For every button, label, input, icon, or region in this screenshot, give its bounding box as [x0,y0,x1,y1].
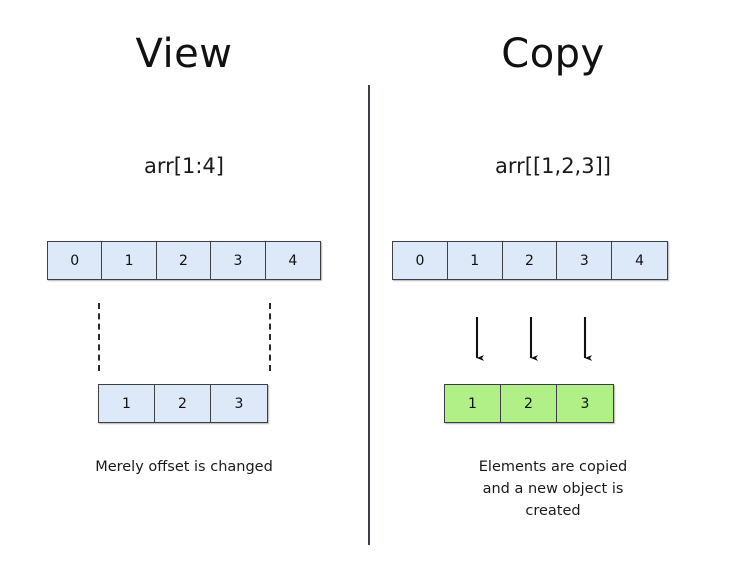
array-cell: 2 [155,385,211,422]
array-cell: 0 [393,242,448,279]
copy-original-array: 0 1 2 3 4 [392,241,668,280]
view-original-array: 0 1 2 3 4 [47,241,321,280]
view-panel-title: View [135,31,233,77]
array-cell: 1 [447,242,503,279]
dashed-connector-right [269,303,271,371]
copy-index-expression: arr[[1,2,3]] [495,154,611,178]
view-panel: View arr[1:4] 0 1 2 3 4 1 2 3 Merely off… [0,0,368,561]
copy-caption: Elements are copied and a new object is … [369,456,737,522]
view-slice-expression: arr[1:4] [144,154,224,178]
copy-caption-line: and a new object is [482,481,624,497]
array-cell: 2 [156,242,212,279]
array-cell: 3 [211,385,267,422]
copy-panel-title: Copy [501,31,605,77]
view-caption-line: Merely offset is changed [95,459,273,475]
copy-panel: Copy arr[[1,2,3]] 0 1 2 3 4 1 2 3 [369,0,737,561]
copy-caption-line: created [525,503,581,519]
array-cell: 3 [557,242,613,279]
view-caption: Merely offset is changed [0,456,368,478]
array-cell: 4 [612,242,667,279]
copy-result-array: 1 2 3 [444,384,614,423]
view-result-array: 1 2 3 [98,384,268,423]
array-cell: 2 [501,385,557,422]
array-cell: 0 [48,242,103,279]
copy-caption-line: Elements are copied [478,459,628,475]
panel-divider [368,85,370,545]
array-cell: 1 [102,242,157,279]
array-cell: 4 [265,242,321,279]
dashed-connector-left [98,303,100,371]
array-cell: 3 [557,385,613,422]
array-cell: 1 [99,385,155,422]
array-cell: 2 [502,242,558,279]
array-cell: 3 [211,242,266,279]
array-cell: 1 [445,385,501,422]
